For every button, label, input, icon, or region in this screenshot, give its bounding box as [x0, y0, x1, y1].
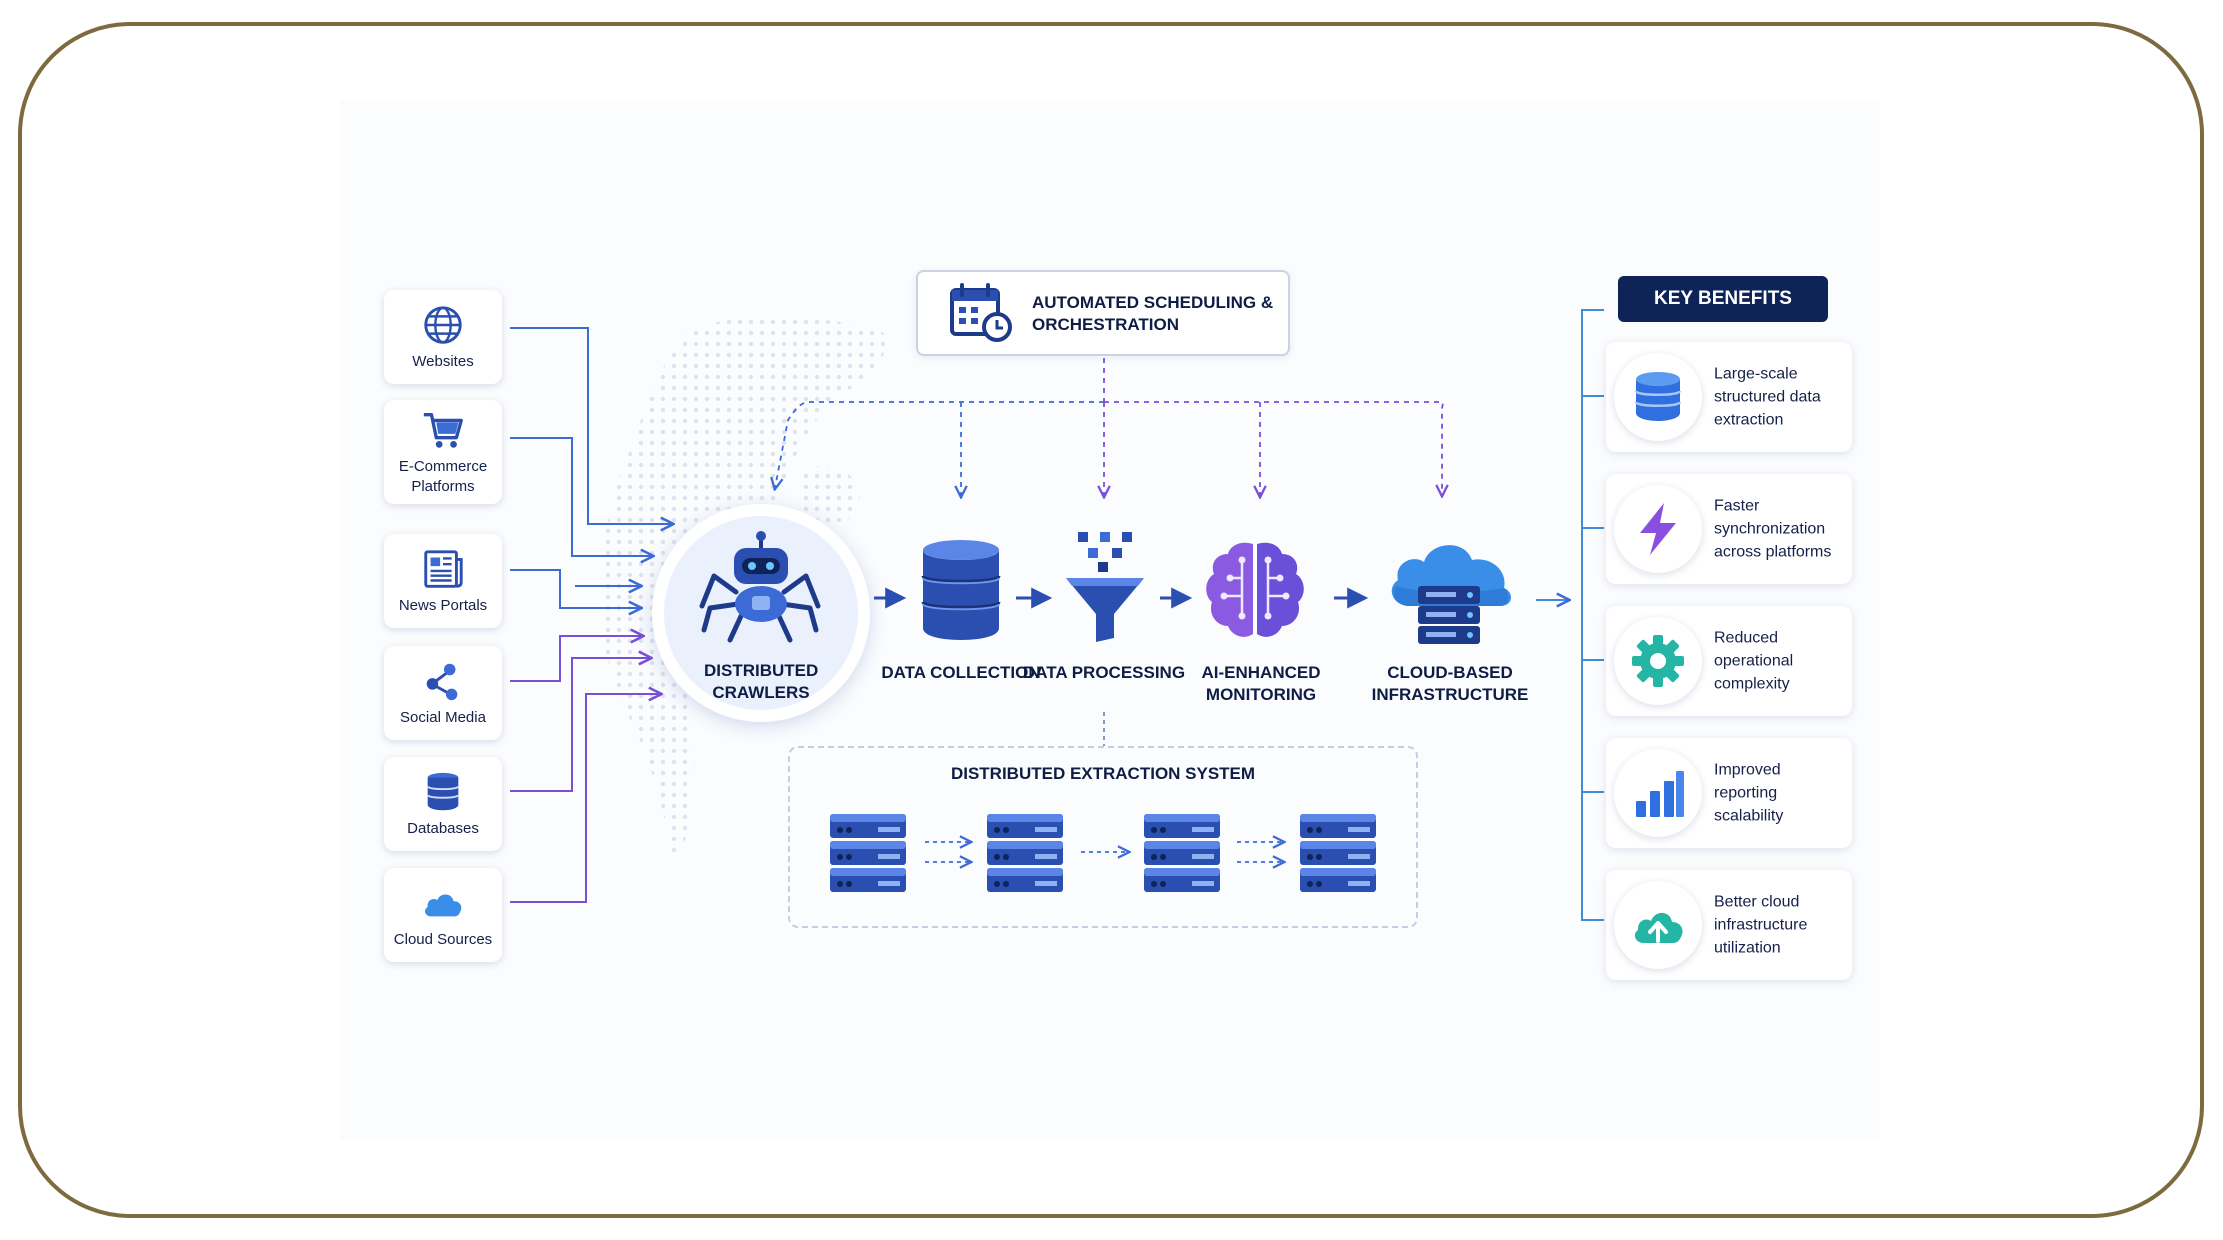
source-card-social: Social Media	[384, 646, 502, 740]
source-card-news: News Portals	[384, 534, 502, 628]
server-rack-icon	[1300, 814, 1376, 892]
source-label: E-Commerce Platforms	[398, 458, 488, 495]
source-card-cloud: Cloud Sources	[384, 868, 502, 962]
stage-label-monitoring: AI-ENHANCED MONITORING	[1201, 663, 1321, 704]
database-icon	[1634, 372, 1682, 421]
source-connectors-purple	[510, 636, 660, 903]
crawler-label: DISTRIBUTED CRAWLERS	[704, 661, 819, 702]
cloud-server-icon	[1391, 545, 1512, 644]
source-label: News Portals	[398, 597, 488, 614]
benefit-card: Reduced operational complexity	[1606, 606, 1852, 716]
stage-label-cloud: CLOUD-BASED INFRASTRUCTURE	[1371, 663, 1529, 704]
stage-label-processing: DATA PROCESSING	[1022, 663, 1186, 682]
database-icon	[426, 772, 460, 811]
key-benefits-header: KEY BENEFITS	[1618, 276, 1828, 322]
benefit-card: Better cloud infrastructure utilization	[1606, 870, 1852, 980]
calendar-clock-icon	[950, 283, 1012, 342]
cloud-upload-icon	[1634, 912, 1683, 943]
benefit-label: Reduced operational complexity	[1714, 629, 1794, 693]
stage-label-collection: DATA COLLECTION	[881, 663, 1041, 682]
newspaper-icon	[424, 550, 463, 588]
source-card-ecommerce: E-Commerce Platforms	[384, 400, 502, 504]
share-network-icon	[426, 663, 458, 701]
benefit-label: Large-scale structured data extraction	[1714, 365, 1821, 429]
benefit-label: Improved reporting scalability	[1714, 761, 1784, 825]
source-connectors-blue	[510, 327, 672, 608]
scheduler-box	[916, 270, 1290, 356]
source-card-websites: Websites	[384, 290, 502, 384]
source-label: Cloud Sources	[393, 931, 493, 948]
benefit-card: Improved reporting scalability	[1606, 738, 1852, 848]
extraction-system-box	[788, 746, 1418, 928]
funnel-icon	[1066, 532, 1144, 642]
robot-spider-icon	[699, 531, 821, 643]
globe-icon	[424, 306, 462, 344]
lightning-icon	[1640, 503, 1676, 555]
gear-icon	[1632, 635, 1684, 687]
extraction-system-title: DISTRIBUTED EXTRACTION SYSTEM	[950, 764, 1256, 783]
shopping-cart-icon	[423, 412, 463, 448]
benefit-label: Better cloud infrastructure utilization	[1714, 893, 1808, 957]
benefit-label: Faster synchronization across platforms	[1714, 497, 1832, 561]
benefits-bracket	[1581, 309, 1604, 921]
cloud-icon	[425, 894, 462, 917]
dotted-map-backdrop	[599, 316, 887, 860]
benefit-card: Large-scale structured data extraction	[1606, 342, 1852, 452]
server-rack-icon	[830, 814, 906, 892]
source-label: Websites	[412, 353, 474, 370]
source-label: Databases	[407, 820, 479, 837]
brain-circuit-icon	[1206, 542, 1304, 637]
benefit-card: Faster synchronization across platforms	[1606, 474, 1852, 584]
bar-chart-icon	[1636, 771, 1684, 817]
server-rack-icon	[987, 814, 1063, 892]
source-card-databases: Databases	[384, 757, 502, 851]
scheduler-label: AUTOMATED SCHEDULING & ORCHESTRATION	[1032, 293, 1274, 334]
database-stack-icon	[921, 540, 1001, 640]
schedule-dashed-lines	[775, 358, 1443, 496]
server-rack-icon	[1144, 814, 1220, 892]
source-label: Social Media	[400, 709, 486, 726]
